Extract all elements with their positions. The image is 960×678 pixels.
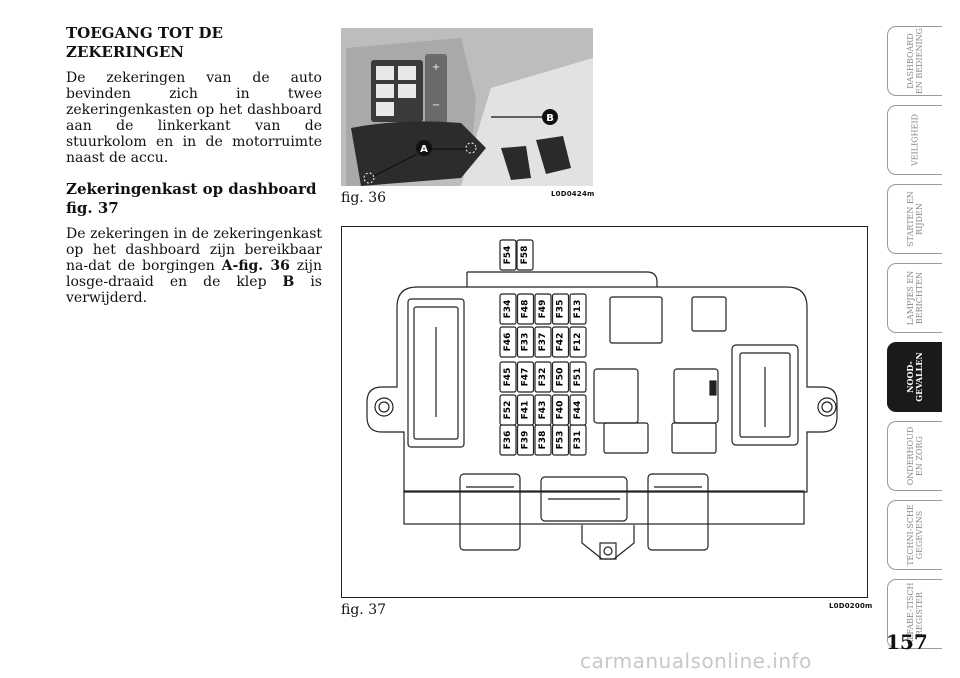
fuse-label: F33 [521, 333, 531, 352]
body-text-1: De zekeringen in de zekeringenkast op he… [66, 226, 322, 274]
figure-37-code: L0D0200m [829, 602, 873, 610]
svg-text:−: − [432, 100, 440, 111]
fuse-f53: F53 [551, 424, 570, 456]
svg-text:+: + [432, 62, 440, 73]
dashboard-drawing: + − A B [341, 28, 593, 186]
tab-alfabetisch-register[interactable]: ALFABE-TISCH REGISTER [887, 579, 942, 649]
fuse-label: F53 [556, 431, 566, 450]
fuse-f37: F37 [534, 326, 552, 358]
cover-reference: B [282, 274, 295, 290]
intro-paragraph: De zekeringen van de auto bevinden zich … [66, 70, 322, 166]
fuse-f40: F40 [551, 394, 570, 426]
fuse-label: F50 [556, 368, 566, 387]
fuse-label: F51 [573, 368, 583, 387]
fuse-f44: F44 [569, 394, 587, 426]
fuse-label: F31 [573, 431, 583, 450]
marker-a-label: A [420, 144, 428, 155]
fuse-f46: F46 [499, 326, 517, 358]
fuse-f52: F52 [499, 394, 517, 426]
body-paragraph: De zekeringen in de zekeringenkast op he… [66, 226, 322, 306]
fuse-f31: F31 [569, 424, 587, 456]
fuse-label: F49 [538, 300, 548, 319]
fuse-f47: F47 [516, 361, 535, 393]
subheading: Zekeringenkast op dashboard fig. 37 [66, 180, 317, 217]
page-number: 157 [886, 630, 928, 654]
fuse-f42: F42 [551, 326, 570, 358]
marker-a-circle [416, 140, 432, 156]
tab-label: TECHNI-SCHE GEGEVENS [906, 504, 924, 566]
figure-36-label: fig. 36 [341, 190, 387, 206]
figure-36-illustration: + − A B [341, 28, 593, 186]
figure-36-code: L0D0424m [551, 190, 595, 198]
fuse-label: F44 [573, 401, 583, 420]
tab-veiligheid[interactable]: VEILIGHEID [887, 105, 942, 175]
fuse-label: F45 [503, 368, 513, 387]
fuse-f36: F36 [499, 424, 517, 456]
marker-b-label: B [546, 113, 554, 124]
fuse-label: F47 [521, 368, 531, 387]
fuse-label: F32 [538, 368, 548, 387]
fuse-label: F12 [573, 333, 583, 352]
tab-label: NOOD-GEVALLEN [905, 352, 924, 402]
fuse-f34: F34 [499, 293, 517, 325]
tab-dashboard[interactable]: DASHBOARD EN BEDIENING [887, 26, 942, 96]
tab-starten[interactable]: STARTEN EN RIJDEN [887, 184, 942, 254]
tab-label: DASHBOARD EN BEDIENING [906, 27, 924, 95]
fuse-label: F52 [503, 401, 513, 420]
fuse-label: F54 [503, 246, 513, 265]
fuse-f49: F49 [534, 293, 552, 325]
body-text-3: is verwijderd. [66, 274, 322, 306]
fuse-f32: F32 [534, 361, 552, 393]
fuse-f54: F54 [499, 239, 517, 271]
watermark: carmanualsonline.info [580, 649, 812, 673]
fuse-f50: F50 [551, 361, 570, 393]
fuse-f39: F39 [516, 424, 535, 456]
fuse-f58: F58 [516, 239, 534, 271]
fuse-label: F39 [521, 431, 531, 450]
fuse-label: F46 [503, 333, 513, 352]
fuse-f45: F45 [499, 361, 517, 393]
fuse-f13: F13 [569, 293, 587, 325]
tab-technische-gegevens[interactable]: TECHNI-SCHE GEGEVENS [887, 500, 942, 570]
fuse-f35: F35 [551, 293, 570, 325]
figure-reference: A-fig. 36 [221, 258, 290, 274]
section-title: TOEGANG TOT DE ZEKERINGEN [66, 24, 223, 61]
tab-noodgevallen[interactable]: NOOD-GEVALLEN [887, 342, 942, 412]
fuse-label: F13 [573, 300, 583, 319]
fuse-f43: F43 [534, 394, 552, 426]
fuse-label: F48 [521, 300, 531, 319]
figure-37-label: fig. 37 [341, 602, 387, 618]
fuse-label: F43 [538, 401, 548, 420]
fuse-label: F58 [520, 246, 530, 265]
fuse-label: F42 [556, 333, 566, 352]
fuse-label: F35 [556, 300, 566, 319]
fuse-f33: F33 [516, 326, 535, 358]
body-text-2: zijn losge-draaid en de klep [66, 258, 322, 290]
marker-b-circle [542, 109, 558, 125]
fuse-label: F40 [556, 401, 566, 420]
fuse-label: F37 [538, 333, 548, 352]
tab-label: LAMPJES EN BERICHTEN [906, 270, 924, 326]
tab-label: ONDERHOUD EN ZORG [906, 426, 924, 486]
tab-lampjes[interactable]: LAMPJES EN BERICHTEN [887, 263, 942, 333]
fuse-f38: F38 [534, 424, 552, 456]
fuse-label: F38 [538, 431, 548, 450]
tab-label: VEILIGHEID [910, 113, 920, 167]
fuse-f51: F51 [569, 361, 587, 393]
tab-onderhoud[interactable]: ONDERHOUD EN ZORG [887, 421, 942, 491]
fuse-label: F34 [503, 300, 513, 319]
fuse-f12: F12 [569, 326, 587, 358]
fuse-label: F36 [503, 431, 513, 450]
fuse-label: F41 [521, 401, 531, 420]
tab-label: STARTEN EN RIJDEN [906, 191, 924, 247]
fuse-f41: F41 [516, 394, 535, 426]
text-column: TOEGANG TOT DE ZEKERINGEN De zekeringen … [66, 24, 322, 320]
fuse-f48: F48 [516, 293, 535, 325]
